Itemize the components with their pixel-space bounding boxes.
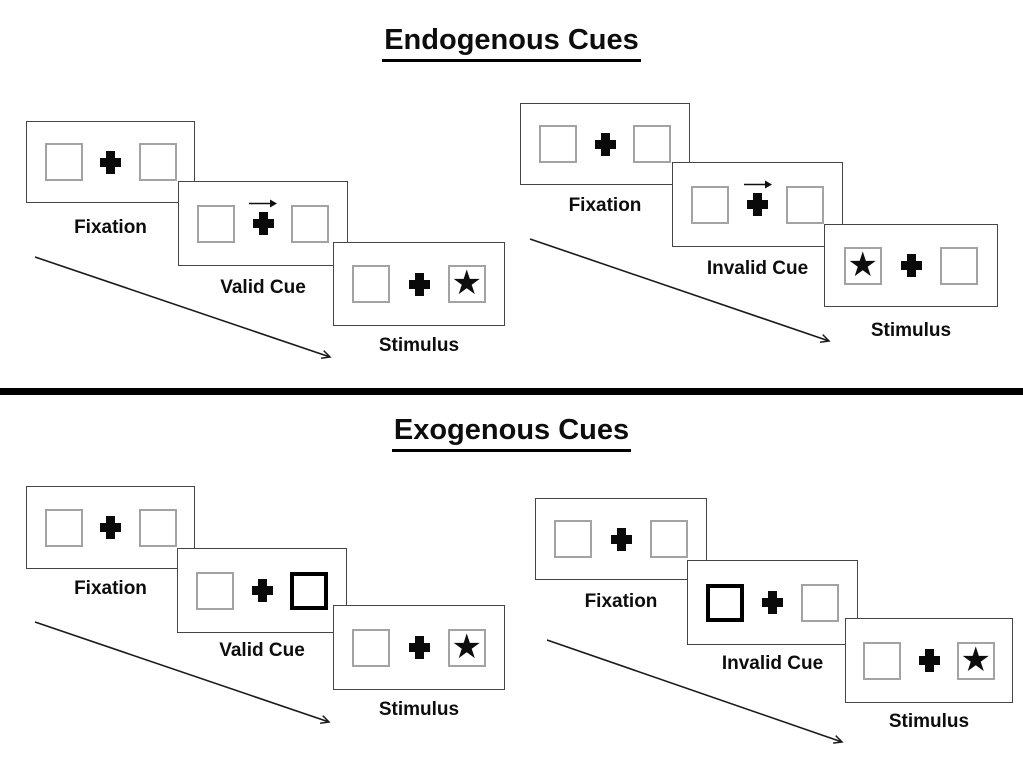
right-box	[138, 508, 177, 547]
fixation-cross-icon	[408, 272, 430, 296]
fixation-cross-icon	[594, 132, 616, 156]
right-box	[291, 204, 330, 243]
fixation-cross-icon	[610, 527, 632, 551]
fixation-cross-icon	[408, 636, 430, 659]
star-stimulus-icon: ★	[451, 627, 482, 666]
star-stimulus-icon: ★	[960, 640, 991, 679]
fixation-label: Fixation	[74, 217, 147, 238]
fixation-panel	[520, 103, 690, 185]
section-title-endogenous-text: Endogenous Cues	[382, 24, 641, 62]
right-box	[633, 125, 672, 163]
star-stimulus-icon: ★	[451, 264, 482, 302]
left-box	[538, 125, 577, 163]
left-box	[195, 571, 234, 610]
left-box	[691, 185, 729, 224]
left-box	[44, 508, 83, 547]
left-box	[554, 520, 593, 558]
invalid-cue-panel	[687, 560, 858, 645]
left-box	[352, 265, 391, 303]
right-box	[649, 520, 688, 558]
cue-label: Invalid Cue	[706, 258, 809, 279]
right-box: ★	[447, 264, 486, 303]
fixation-panel	[535, 498, 707, 580]
stimulus-label: Stimulus	[888, 711, 970, 732]
right-box	[786, 185, 824, 224]
left-box: ★	[843, 245, 882, 285]
fixation-label: Fixation	[568, 195, 642, 216]
invalid-cue-panel	[672, 162, 843, 247]
right-box: ★	[956, 640, 995, 680]
section-title-endogenous: Endogenous Cues	[0, 24, 1023, 62]
sequence-arrow-endogenous-invalid	[529, 238, 831, 343]
stimulus-panel: ★	[845, 618, 1013, 703]
left-box	[863, 641, 902, 680]
fixation-panel	[26, 121, 195, 203]
section-title-exogenous: Exogenous Cues	[0, 414, 1023, 452]
fixation-label: Fixation	[74, 578, 147, 599]
section-divider	[0, 388, 1023, 395]
fixation-panel	[26, 486, 195, 569]
valid-cue-panel	[178, 181, 348, 266]
right-box	[940, 246, 979, 285]
fixation-cross-icon	[743, 180, 772, 216]
fixation-cross-icon	[762, 591, 783, 614]
right-box	[801, 583, 839, 622]
fixation-label: Fixation	[584, 591, 658, 612]
left-box-highlighted-cue	[706, 583, 744, 622]
left-box	[196, 204, 235, 243]
sequence-arrow-endogenous-valid	[34, 256, 332, 359]
right-box	[138, 143, 177, 181]
right-box: ★	[447, 627, 486, 667]
stimulus-panel: ★	[333, 605, 505, 690]
left-box	[44, 143, 83, 181]
stimulus-label: Stimulus	[378, 335, 460, 356]
right-arrow-cue-icon	[249, 199, 277, 208]
fixation-cross-icon	[249, 199, 277, 235]
star-stimulus-icon: ★	[847, 245, 878, 284]
fixation-cross-icon	[100, 516, 121, 539]
valid-cue-panel	[177, 548, 347, 633]
cue-label: Invalid Cue	[721, 653, 824, 674]
right-box-highlighted-cue	[290, 571, 329, 610]
section-title-exogenous-text: Exogenous Cues	[391, 414, 632, 452]
stimulus-panel: ★	[824, 224, 998, 307]
fixation-cross-icon	[918, 649, 940, 672]
left-box	[352, 628, 391, 667]
right-arrow-cue-icon	[743, 180, 772, 189]
stimulus-label: Stimulus	[378, 699, 460, 720]
sequence-arrow-exogenous-valid	[34, 621, 331, 724]
fixation-cross-icon	[100, 150, 121, 174]
cue-label: Valid Cue	[219, 640, 305, 661]
stimulus-label: Stimulus	[870, 320, 952, 341]
stimulus-panel: ★	[333, 242, 505, 326]
fixation-cross-icon	[251, 579, 273, 602]
cue-label: Valid Cue	[220, 277, 306, 298]
fixation-cross-icon	[900, 254, 922, 277]
